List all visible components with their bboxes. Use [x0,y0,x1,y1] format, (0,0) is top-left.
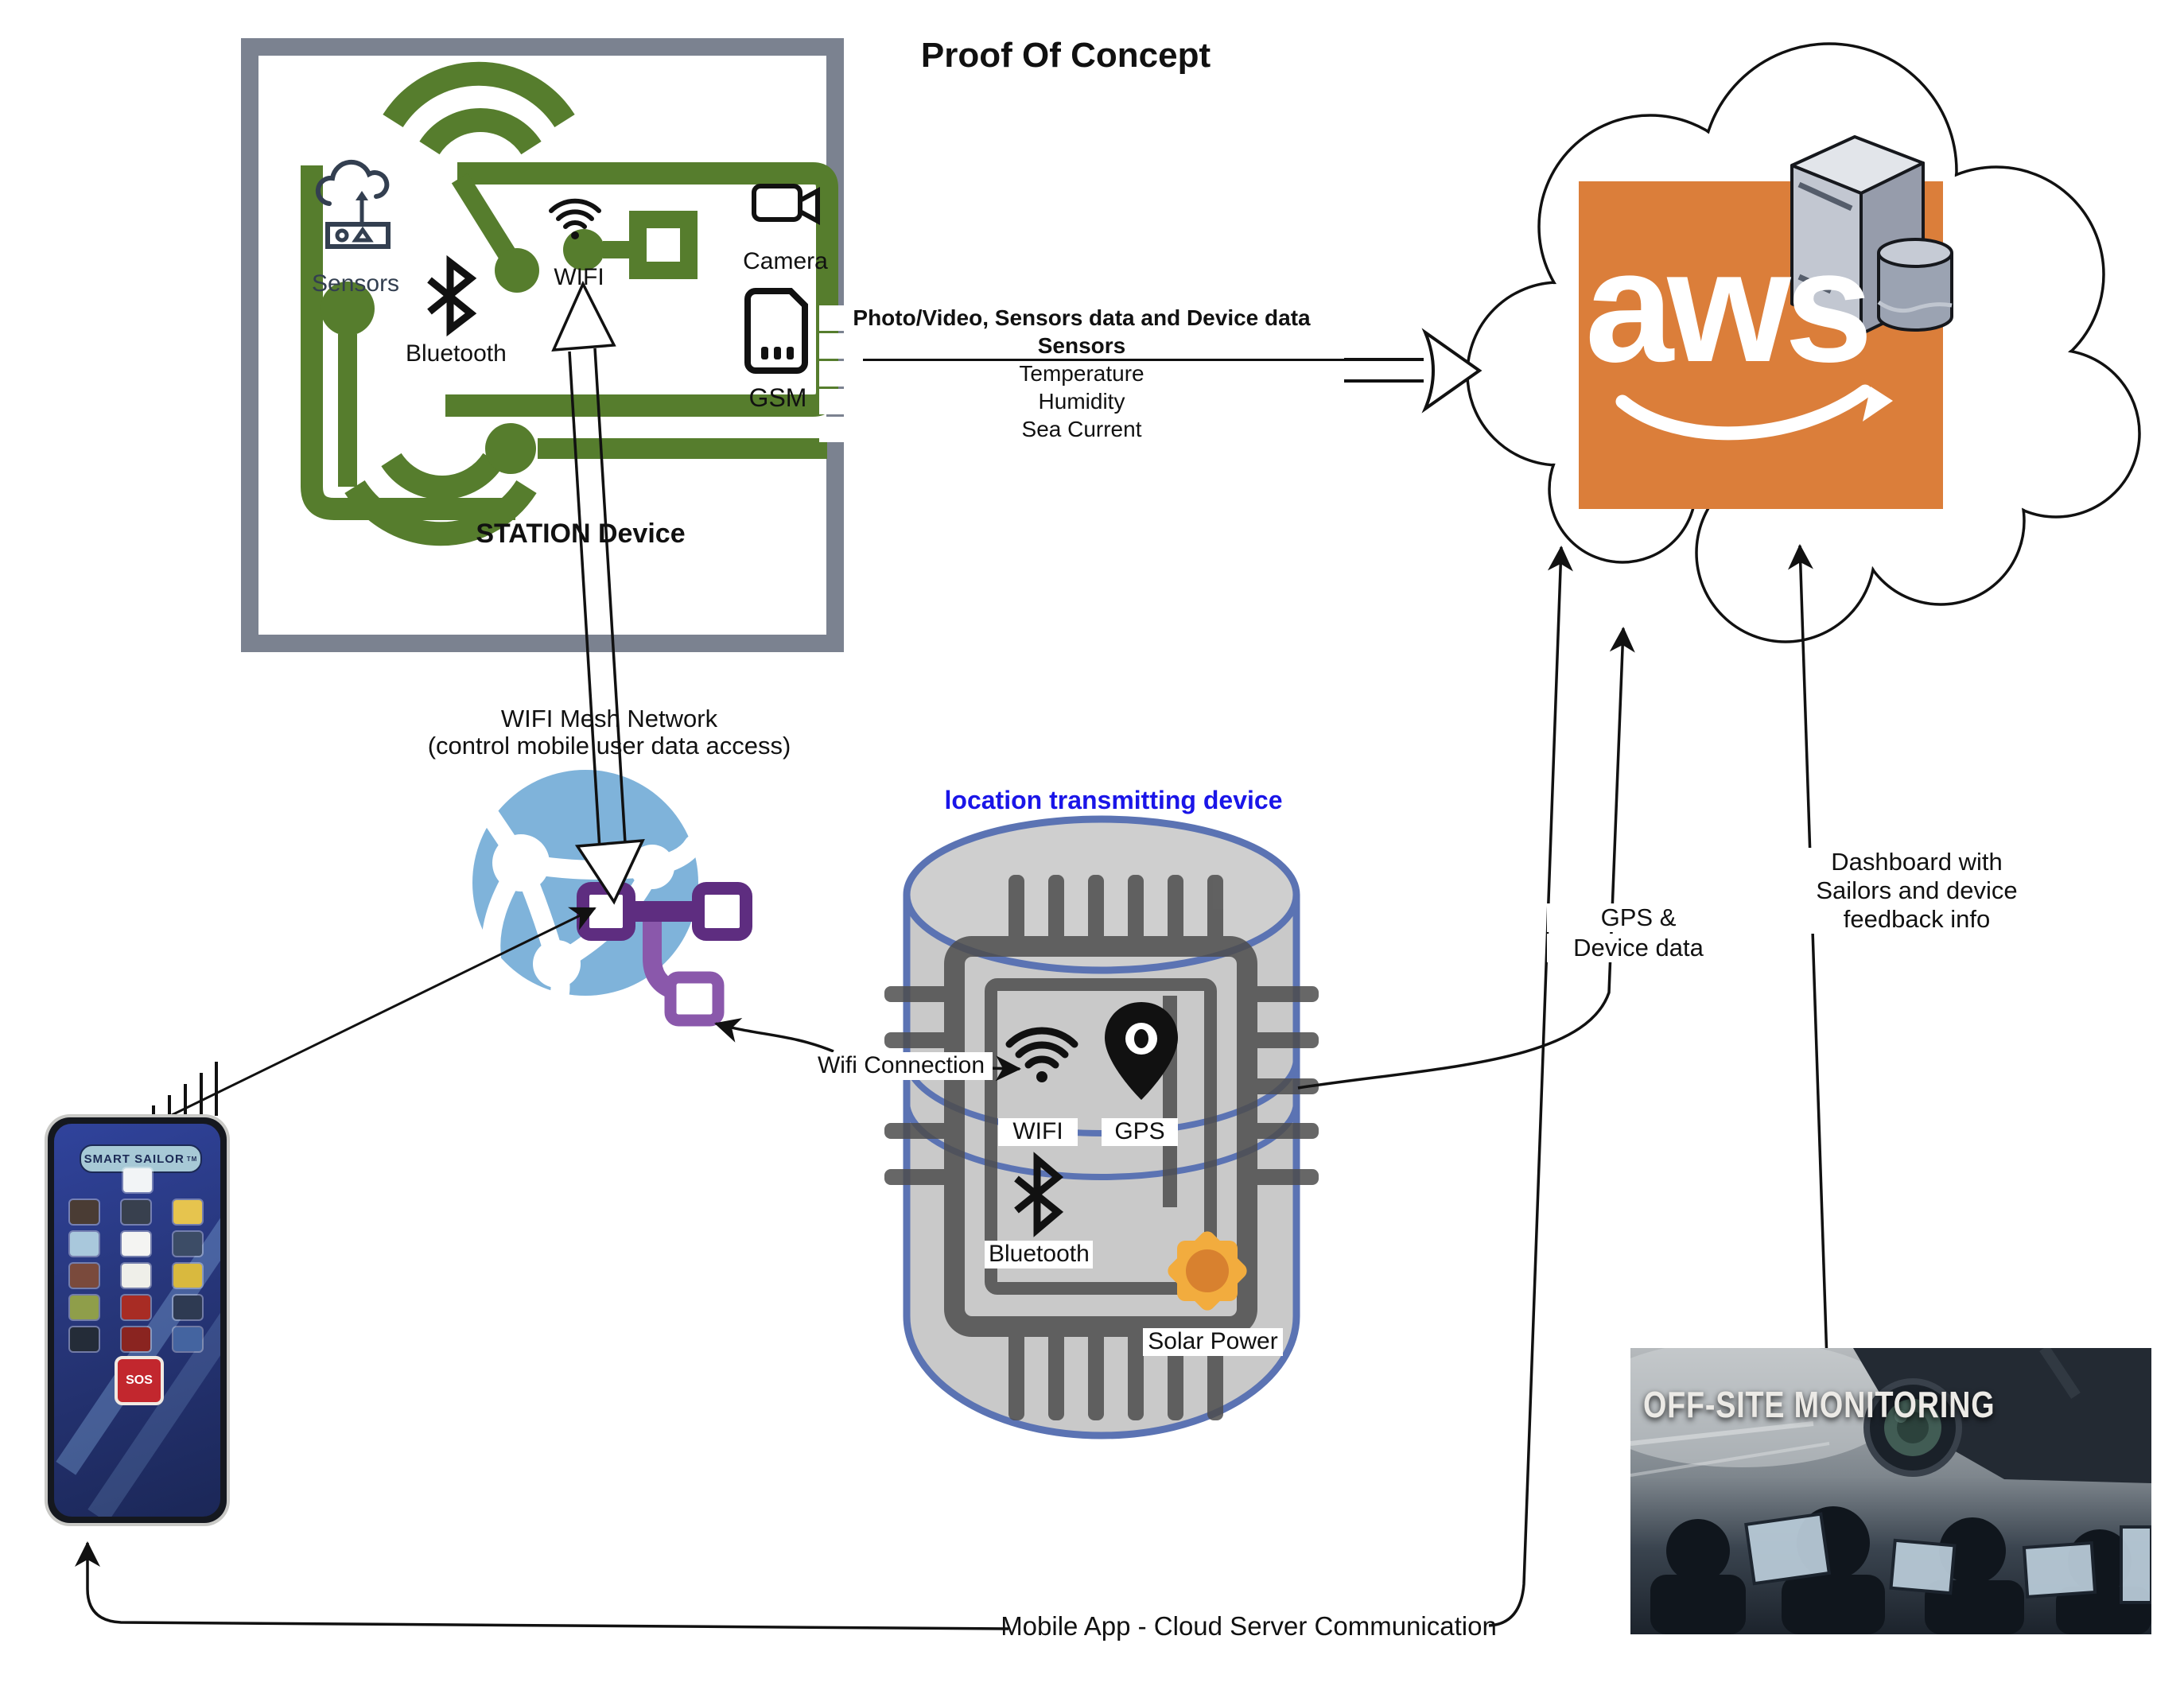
offsite-photo-graphic [1583,1340,2153,1634]
phone-app-icon[interactable] [173,1327,202,1351]
phone-app-icon[interactable] [70,1264,99,1288]
camera-label: Camera [743,248,828,274]
phone-app-icon[interactable] [173,1232,202,1256]
phone-app-icon[interactable] [122,1232,150,1256]
globe-icon [471,770,703,1002]
wifi-connection-label: Wifi Connection [810,1052,993,1080]
bluetooth-icon [1014,1152,1064,1237]
dashboard-note-line3: feedback info [1782,905,2052,934]
phone-tm: TM [186,1155,198,1163]
sim-card-icon [744,288,808,374]
phone-app-icon[interactable] [70,1327,99,1351]
mobile-app-cloud-line [1488,546,1573,1627]
solar-power-label: Solar Power [1143,1328,1283,1356]
circuit-board-graphic [301,61,838,546]
phone-to-mesh-line [171,907,597,1117]
transmitter-wifi-label: WIFI [998,1118,1078,1146]
mesh-subtitle: (control mobile user data access) [427,732,791,760]
dashboard-note-line2: Sailors and device [1782,876,2052,905]
phone-app-icon[interactable] [122,1264,150,1288]
flow-text-line4: Humidity [819,389,1344,415]
database-icon [1877,238,1953,332]
phone-app-icon[interactable] [173,1264,202,1288]
station-device-label: STATION Device [476,519,686,549]
map-pin-icon [1105,1002,1178,1100]
phone-app-icon[interactable] [122,1296,150,1319]
bluetooth-label: Bluetooth [402,340,507,368]
offsite-monitoring-photo: OFF-SITE MONITORING [1583,1340,2153,1634]
page-title: Proof Of Concept [920,36,1211,75]
antenna-lines [152,1062,218,1116]
phone-app-icon[interactable] [122,1327,150,1351]
network-nodes-icon [577,882,752,1027]
flow-text-line1: Photo/Video, Sensors data and Device dat… [819,305,1344,332]
aws-logo-text: aws [1584,218,1873,395]
video-camera-icon [752,184,820,226]
wifi-icon [549,198,601,239]
phone-brand: SMART SAILOR [84,1152,185,1166]
chip-icon [884,875,1319,1420]
gps-note-line1: GPS & [1547,903,1730,932]
offsite-title: OFF-SITE MONITORING [1643,1384,1996,1425]
monitor-screens [1744,1512,2153,1604]
flow-text-line5: Sea Current [819,417,1344,443]
dashboard-note-line1: Dashboard with [1782,848,2052,876]
phone-app-icon[interactable] [70,1200,99,1224]
operator-silhouettes [1650,1506,2151,1634]
transmitter-bluetooth-label: Bluetooth [985,1241,1093,1268]
phone-app-icon[interactable] [122,1200,150,1224]
flow-text-line3: Temperature [819,361,1344,387]
phone-app-icon[interactable] [70,1296,99,1319]
station-to-mesh-arrow [551,280,645,905]
transmitter-title: location transmitting device [944,786,1283,814]
mesh-title: WIFI Mesh Network [500,705,718,732]
cloud-upload-icon [315,159,391,249]
mobile-app-phone-line [75,1541,1009,1630]
cloud-outline-icon [1466,42,2141,643]
sensors-label: Sensors [312,270,400,297]
flow-text-line2: Sensors [819,333,1344,359]
phone-app-icon[interactable] [173,1296,202,1319]
aws-swoosh [1615,384,1872,441]
bottom-note: Mobile App - Cloud Server Communication [1001,1611,1497,1641]
cylinder-to-cloud-line [1297,627,1635,1090]
sun-icon [1168,1231,1247,1311]
phone-app-icon[interactable] [123,1168,152,1192]
sos-button[interactable]: SOS [115,1356,164,1405]
wifi-label: WIFI [554,264,604,290]
phone-app-icon[interactable] [70,1232,99,1256]
phone-app-icon[interactable] [173,1200,202,1224]
gps-note-line2: Device data [1547,934,1730,962]
wifi-icon [1005,1027,1078,1082]
gsm-label: GSM [748,383,807,412]
bluetooth-icon [427,254,477,337]
transmitter-gps-label: GPS [1102,1118,1178,1146]
cctv-camera-icon [1853,1345,2151,1483]
